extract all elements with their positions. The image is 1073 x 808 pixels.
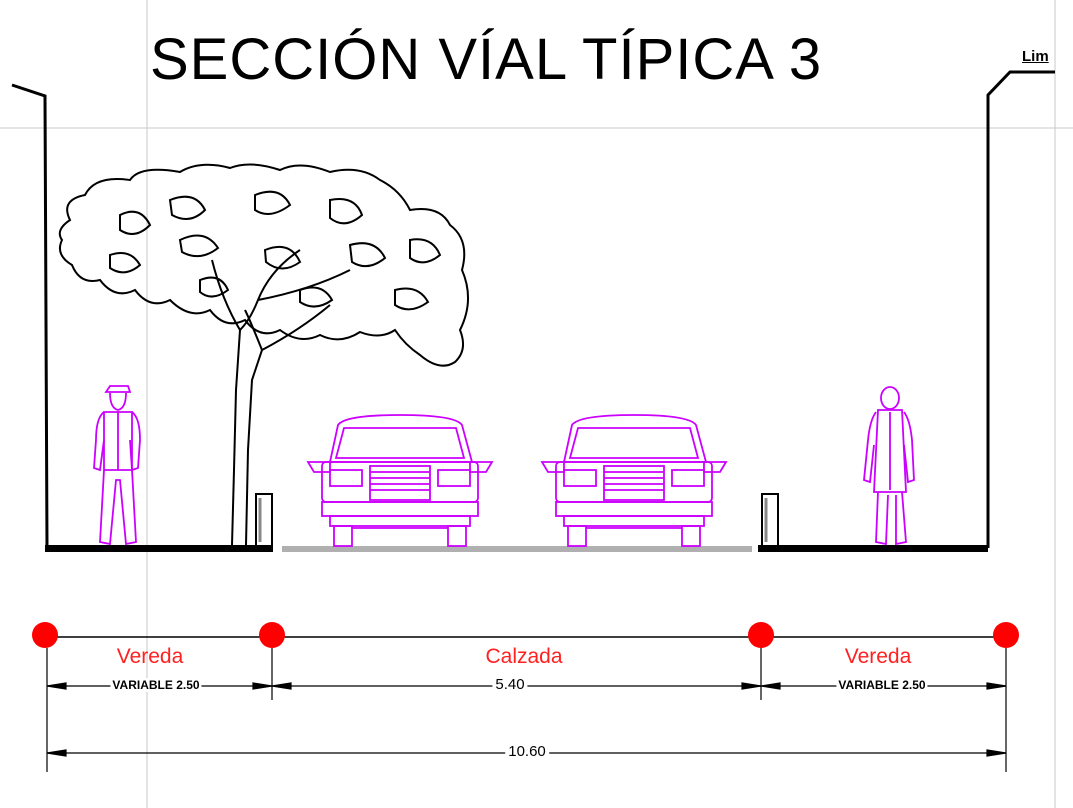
drawing-title: SECCIÓN VÍAL TÍPICA 3 [150,27,823,92]
corner-label: Lim [1022,48,1049,65]
zone-marker [259,622,285,648]
bollard-icon [761,493,779,547]
pedestrian-man-icon [93,385,141,546]
zone-marker [748,622,774,648]
pedestrian-woman-icon [863,386,915,546]
dimension-text-vereda-left: VARIABLE 2.50 [110,678,202,692]
zone-marker [32,622,58,648]
dimension-text-calzada: 5.40 [492,676,528,693]
zone-marker [993,622,1019,648]
roadway-surface [282,546,752,552]
zone-label-calzada: Calzada [485,645,563,668]
bollard-icon [255,493,273,547]
car-front-icon [306,414,494,547]
tree-icon [58,163,470,546]
zone-label-vereda-left: Vereda [116,645,184,668]
property-line-left [11,83,49,549]
sidewalk-right [758,545,988,552]
dimension-text-total: 10.60 [505,743,549,760]
sidewalk-left [45,545,273,552]
car-front-icon [540,414,728,547]
dimension-text-vereda-right: VARIABLE 2.50 [836,678,928,692]
zone-label-vereda-right: Vereda [844,645,912,668]
property-line-right [986,70,1055,548]
